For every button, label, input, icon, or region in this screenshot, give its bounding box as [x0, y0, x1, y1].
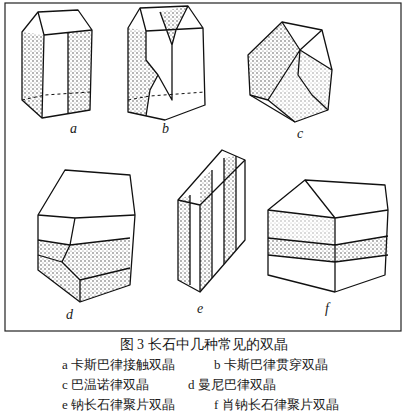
- crystal-letter: c: [297, 126, 303, 141]
- key-entry: f 肖钠长石律聚片双晶: [214, 398, 339, 412]
- crystal-letter: d: [66, 307, 73, 322]
- crystal-f: [268, 180, 388, 292]
- crystal-e: [178, 150, 245, 292]
- figure-caption: 图 3 长石中几种常见的双晶: [120, 337, 288, 352]
- crystal-d: [38, 170, 135, 302]
- key-entry: d 曼尼巴律双晶: [188, 378, 276, 392]
- key-entry: a 卡斯巴律接触双晶: [62, 358, 175, 372]
- crystal-letter: e: [197, 301, 203, 316]
- crystal-letter: f: [325, 301, 329, 316]
- key-entry: e 钠长石律聚片双晶: [62, 398, 175, 412]
- crystal-a: [22, 10, 92, 118]
- key-entry: c 巴温诺律双晶: [62, 378, 149, 392]
- frame: [5, 3, 401, 331]
- crystal-c: [248, 22, 332, 122]
- crystal-letter: a: [70, 121, 77, 136]
- key-entry: b 卡斯巴律贯穿双晶: [214, 358, 328, 372]
- crystal-letter: b: [162, 121, 169, 136]
- crystal-b: [128, 6, 205, 120]
